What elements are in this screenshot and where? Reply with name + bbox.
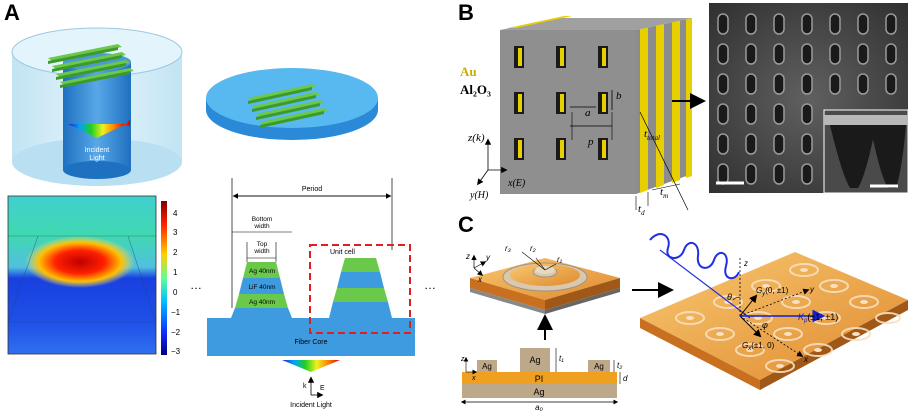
panel-c: C r₁ r₂ r₃ z y x — [458, 212, 908, 411]
cbar-tick: 3 — [173, 228, 178, 237]
cs-z-label: z — [460, 356, 465, 363]
metamaterial-block — [500, 16, 692, 211]
cbar-tick: −3 — [171, 347, 181, 356]
ag-right-label: Ag — [594, 362, 604, 371]
ring-array — [640, 252, 908, 390]
d-label: d — [623, 374, 628, 383]
cbar-tick: −2 — [171, 328, 181, 337]
t1-label: t₁ — [559, 354, 564, 363]
incident-light-bottom-label: Incident Light — [290, 402, 332, 409]
theta-label: θ — [727, 292, 732, 302]
pi-label: PI — [535, 374, 544, 384]
e-label: E — [320, 385, 325, 392]
cs-x-label: x — [471, 375, 476, 382]
ag-center-label: Ag — [529, 355, 540, 365]
t-m-label: tm — [660, 186, 668, 200]
ellipsis-right: … — [424, 278, 436, 292]
wavevectors: z y x θ φ Gy(0, ±1) Gx(±1, 0) Kp(±1, ±1) — [727, 258, 838, 364]
b-label: b — [616, 90, 622, 102]
small-y-label: y — [485, 253, 491, 262]
t-total-label: ttotal — [644, 128, 660, 142]
wave-packet — [649, 233, 740, 280]
panel-c-letter: C — [458, 212, 474, 237]
colorbar — [161, 201, 167, 355]
grating-on-cylinder — [48, 44, 134, 88]
zk-label: z(k) — [467, 132, 485, 144]
p-label: p — [587, 136, 594, 148]
l-shaped-resonators — [514, 46, 608, 160]
c-y-label: y — [809, 285, 815, 294]
layer-top-label: Ag 40nm — [249, 268, 275, 275]
au-label: Au — [460, 64, 477, 79]
fiber-cylinder: Incident Light — [11, 27, 183, 186]
fiber-disk — [206, 68, 378, 140]
period-label: Period — [302, 186, 322, 193]
k-label: k — [303, 383, 307, 390]
a0-label: a₀ — [535, 403, 543, 411]
kp-label: Kp(±1, ±1) — [798, 312, 838, 324]
cbar-tick: 1 — [173, 268, 178, 277]
unit-cell-label: Unit cell — [330, 249, 355, 256]
ag-left-label: Ag — [482, 362, 492, 371]
unit-cell-3d: r₁ r₂ r₃ z y x — [465, 244, 620, 314]
panel-b-letter: B — [458, 0, 474, 25]
gy-label: Gy(0, ±1) — [756, 286, 789, 297]
layer-mid-label: LiF 40nm — [248, 284, 275, 291]
phi-label: φ — [762, 320, 768, 330]
top-width-label-2: width — [253, 248, 270, 255]
unit-cell-cross-section: Ag Ag Ag PI Ag z x t₁ t₂ d a₀ — [460, 348, 628, 411]
r2-label: r₂ — [530, 244, 536, 253]
gx-label: Gx(±1, 0) — [742, 341, 775, 352]
bottom-width-label-2: width — [253, 223, 270, 230]
small-z-label: z — [465, 252, 470, 261]
c-x-label: x — [803, 355, 809, 364]
r3-label: r₃ — [505, 244, 511, 253]
small-x-label: x — [477, 275, 483, 284]
axes-b: z(k) x(E) y(H) — [467, 132, 526, 201]
cbar-tick: 4 — [173, 209, 178, 218]
field-map: 4 3 2 1 0 −1 −2 −3 — [7, 195, 181, 356]
grating-on-disk — [248, 84, 328, 128]
yh-label: y(H) — [469, 190, 489, 201]
layer-bot-label: Ag 40nm — [249, 299, 275, 306]
panel-a: A Incident Lig — [4, 0, 436, 409]
sem-image — [709, 3, 909, 194]
cbar-tick: 0 — [173, 288, 178, 297]
t2-label: t₂ — [617, 361, 622, 370]
xe-label: x(E) — [507, 178, 526, 189]
ellipsis-left: … — [190, 278, 202, 292]
panel-b: B — [458, 0, 909, 217]
incident-light-label-line2: Light — [89, 155, 104, 162]
panel-a-letter: A — [4, 0, 20, 25]
cbar-tick: 2 — [173, 248, 178, 257]
ag-base-label: Ag — [533, 387, 544, 397]
fiber-core-label: Fiber Core — [294, 339, 327, 346]
colorbar-ticks: 4 3 2 1 0 −1 −2 −3 — [171, 209, 181, 356]
c-z-label: z — [743, 259, 748, 268]
incident-beam — [659, 249, 751, 319]
grating-cross-section: Period Bottom width Top width Ag 40nm Li… — [207, 178, 415, 409]
t-d-label: td — [638, 203, 645, 217]
cbar-tick: −1 — [171, 308, 181, 317]
r1-label: r₁ — [557, 255, 563, 264]
bottom-width-label-1: Bottom — [252, 216, 273, 223]
top-width-label-1: Top — [257, 241, 268, 248]
a-label: a — [585, 107, 591, 119]
unit-cell-box — [309, 244, 411, 334]
incident-light-label-line1: Incident — [85, 147, 110, 154]
al2o3-label: Al₂O₃ — [460, 82, 491, 97]
